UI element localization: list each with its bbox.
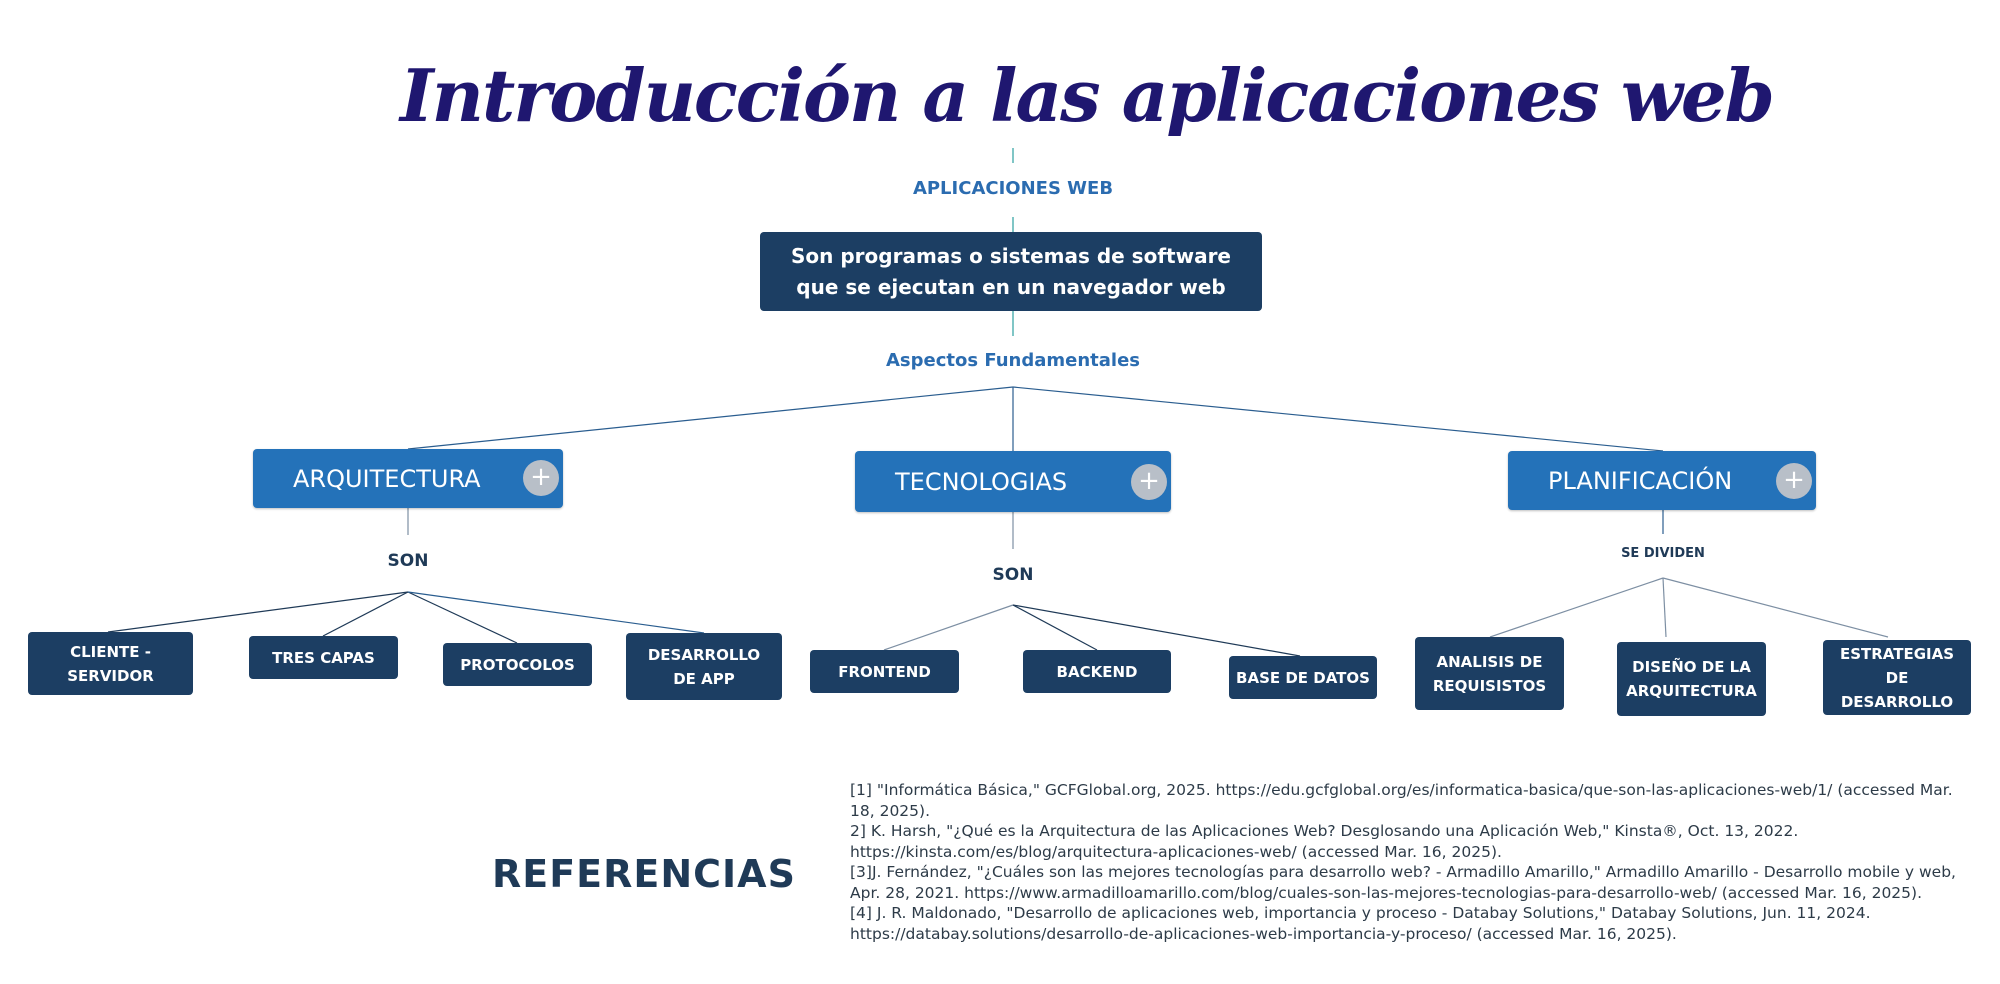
connector-arquitectura: SON (387, 551, 429, 571)
link-son-protocolos (407, 591, 518, 644)
link-sedividen-analisis (1489, 577, 1664, 638)
root-label: APLICACIONES WEB (912, 178, 1114, 199)
references-heading: REFERENCIAS (492, 852, 796, 896)
aspects-label: Aspectos Fundamentales (885, 350, 1141, 371)
diagram-title: Introducción a las aplicaciones web (400, 53, 1775, 138)
leaf-tres-capas[interactable]: TRES CAPAS (249, 636, 398, 679)
category-arquitectura-label: ARQUITECTURA (293, 464, 481, 493)
leaf-backend[interactable]: BACKEND (1023, 650, 1171, 693)
connector-tecnologias: SON (992, 565, 1034, 585)
reference-item: [4] J. R. Maldonado, "Desarrollo de apli… (850, 904, 1871, 943)
leaf-base-de-datos[interactable]: BASE DE DATOS (1229, 656, 1377, 699)
expand-tecnologias-icon[interactable]: + (1131, 464, 1167, 500)
category-planificacion[interactable]: PLANIFICACIÓN + (1508, 451, 1816, 510)
leaf-diseno-de-la-arquitectura[interactable]: DISEÑO DE LA ARQUITECTURA (1617, 642, 1766, 716)
references-list: [1] "Informática Básica," GCFGlobal.org,… (850, 780, 1980, 944)
link-son-frontend (883, 604, 1014, 651)
category-tecnologias[interactable]: TECNOLOGIAS + (855, 451, 1171, 512)
leaf-desarrollo-de-app[interactable]: DESARROLLO DE APP (626, 633, 782, 700)
expand-planificacion-icon[interactable]: + (1776, 463, 1812, 499)
reference-item: [3]J. Fernández, "¿Cuáles son las mejore… (850, 863, 1956, 902)
expand-arquitectura-icon[interactable]: + (523, 460, 559, 496)
leaf-protocolos[interactable]: PROTOCOLOS (443, 643, 592, 686)
leaf-analisis-de-requisitos[interactable]: ANALISIS DE REQUISISTOS (1415, 637, 1564, 710)
definition-box[interactable]: Son programas o sistemas de software que… (760, 232, 1262, 311)
link-son-basededatos (1012, 604, 1301, 657)
link-son-desarrollo (407, 591, 705, 634)
link-son-backend (1012, 604, 1098, 651)
leaf-frontend[interactable]: FRONTEND (810, 650, 959, 693)
category-planificacion-label: PLANIFICACIÓN (1548, 466, 1733, 495)
reference-item: [1] "Informática Básica," GCFGlobal.org,… (850, 781, 1953, 820)
category-tecnologias-label: TECNOLOGIAS (895, 467, 1068, 496)
connector-planificacion: SE DIVIDEN (1621, 546, 1705, 561)
reference-item: 2] K. Harsh, "¿Qué es la Arquitectura de… (850, 822, 1799, 861)
link-son-cliente (107, 591, 409, 633)
link-sedividen-diseno (1662, 577, 1667, 638)
category-arquitectura[interactable]: ARQUITECTURA + (253, 449, 563, 508)
link-aspects-arquitectura (407, 386, 1014, 450)
leaf-cliente-servidor[interactable]: CLIENTE - SERVIDOR (28, 632, 193, 695)
link-sedividen-estrategias (1662, 577, 1889, 638)
leaf-estrategias-de-desarrollo[interactable]: ESTRATEGIAS DE DESARROLLO (1823, 640, 1971, 715)
link-aspects-planificacion (1012, 386, 1664, 452)
link-son-trescapas (322, 591, 409, 637)
